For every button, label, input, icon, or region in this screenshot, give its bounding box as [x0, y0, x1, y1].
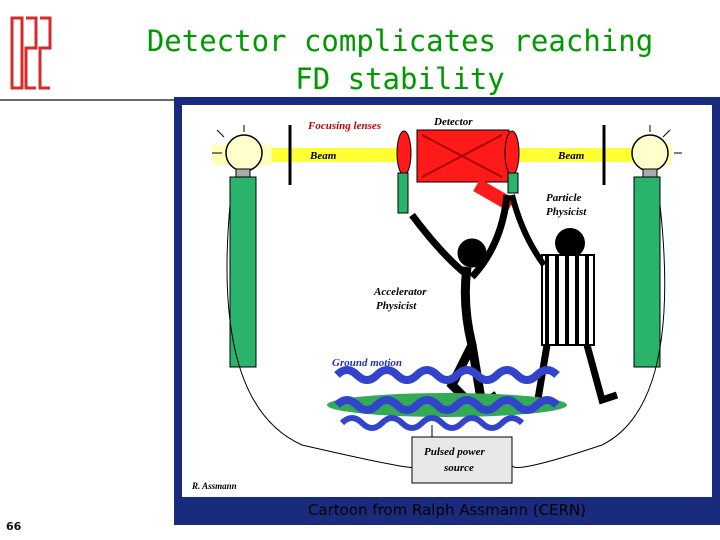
lightbulb-left-icon [212, 125, 263, 182]
cartoon-caption: Cartoon from Ralph Assmann (CERN) [307, 501, 587, 519]
label-pulsed-power-2: source [443, 462, 474, 474]
ground-motion-waves [327, 366, 567, 431]
beam-left [272, 148, 402, 162]
lightbulb-right-icon [631, 125, 682, 182]
cartoon-image: Focusing lenses Detector Beam Beam Parti… [182, 105, 712, 497]
pillar-left [229, 176, 257, 368]
title-line-2: FD stability [295, 62, 505, 96]
pulsed-power-box [411, 436, 513, 484]
focusing-lens-right [504, 130, 520, 176]
particle-physicist-figure [509, 194, 619, 410]
focusing-lens-left [396, 130, 412, 176]
label-detector: Detector [433, 116, 473, 128]
label-author: R. Assmann [191, 481, 237, 491]
label-beam-left: Beam [309, 150, 337, 162]
label-pulsed-power-1: Pulsed power [424, 446, 486, 458]
issp-logo [10, 16, 52, 90]
label-beam-right: Beam [557, 150, 585, 162]
label-ground-motion: Ground motion [332, 357, 402, 369]
label-accelerator-physicist-2: Physicist [376, 300, 417, 312]
label-accelerator-physicist-1: Accelerator [373, 286, 427, 298]
label-particle-physicist-2: Physicist [546, 206, 587, 218]
label-particle-physicist-1: Particle [546, 192, 582, 204]
label-focusing-lenses: Focusing lenses [307, 120, 381, 132]
page-number: 66 [6, 520, 22, 533]
pillar-right [633, 176, 661, 368]
title-line-1: Detector complicates reaching [146, 24, 654, 58]
slide-title: Detector complicates reaching FD stabili… [120, 22, 680, 98]
